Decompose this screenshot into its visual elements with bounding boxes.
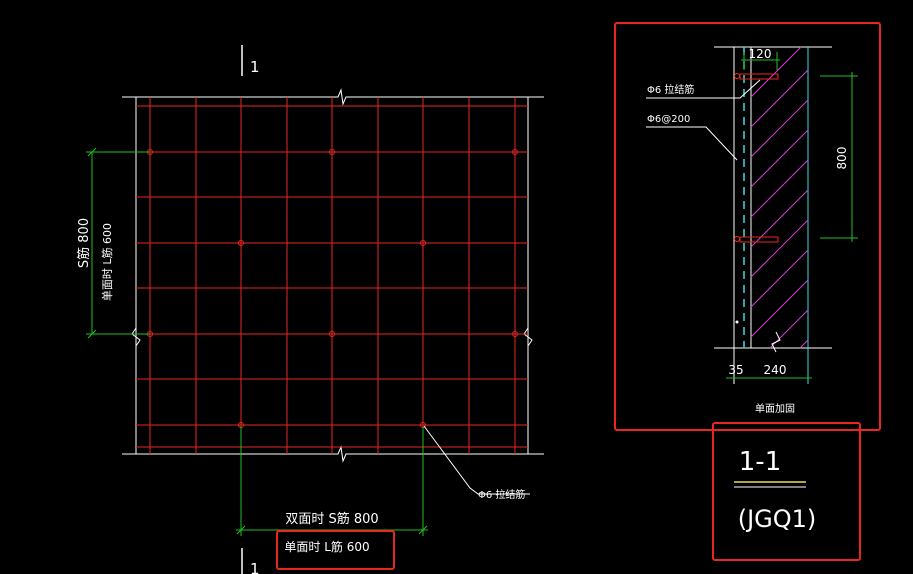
dim-bottom-small: 35 [728,363,743,377]
right-break-mark [523,327,533,347]
section-title-block: 1-1 (JGQ1) [712,422,861,561]
hatch-line [750,189,809,248]
hatch-line [750,46,802,98]
wall-reinforcement-plan: 1 1 S筋 800 单面时 L筋 600 双面时 S筋 800 单面时 L筋 … [76,45,544,574]
wall-top-line [122,88,544,106]
hatch-line [750,219,809,278]
dim-top-lines [741,52,780,70]
tie-bar-point [329,331,335,337]
mesh-label: Φ6@200 [647,114,690,125]
dim-side: 800 [835,147,849,170]
hatch-line [799,339,809,349]
tie-bar-point [238,240,244,246]
tie-leader-right [646,79,761,99]
section-number: 1-1 [739,447,781,477]
hatch-line [750,159,809,218]
tie-bar-point [420,240,426,246]
hatch-line [750,69,809,128]
highlight-box-title [712,422,861,561]
section-mark-top-label: 1 [250,58,260,76]
dim-vertical-s: S筋 800 [76,218,92,268]
dim-top: 120 [749,47,772,61]
dim-vertical-l: 单面时 L筋 600 [100,223,114,301]
wall-bottom-line [122,445,544,463]
hatch-line [750,249,809,308]
section-code: (JGQ1) [738,505,817,533]
section-break-mark [771,331,781,353]
hatch-line [750,279,809,338]
wall-section-detail: 120 800 35 240 Φ6 拉结筋 Φ6@200 单面加固 [614,22,881,431]
dim-side-lines [820,72,858,242]
highlight-box-section [614,22,881,431]
vertical-dimension [86,147,150,339]
highlight-box-dim [276,530,395,570]
section-tie-bars [734,73,779,324]
section-caption: 单面加固 [755,403,795,415]
left-break-mark [131,327,141,347]
mesh-leader [646,126,738,161]
steel-mesh-grid [136,97,528,454]
hatch-line [750,99,809,158]
section-mark-bottom-label: 1 [250,560,260,574]
tie-bar-label-right: Φ6 拉结筋 [647,83,694,96]
hatch-line [750,129,809,188]
dim-bottom-single: 单面时 L筋 600 [284,539,369,554]
dim-bottom-wall: 240 [764,363,787,377]
tie-bar-point [329,149,335,155]
tie-bar-point [512,331,518,337]
dim-bottom-double: 双面时 S筋 800 [285,511,378,527]
tie-bar-leader [423,425,530,495]
tie-bar-label-left: Φ6 拉结筋 [478,488,525,501]
masonry-hatch [750,46,809,349]
tie-bar-point [512,149,518,155]
